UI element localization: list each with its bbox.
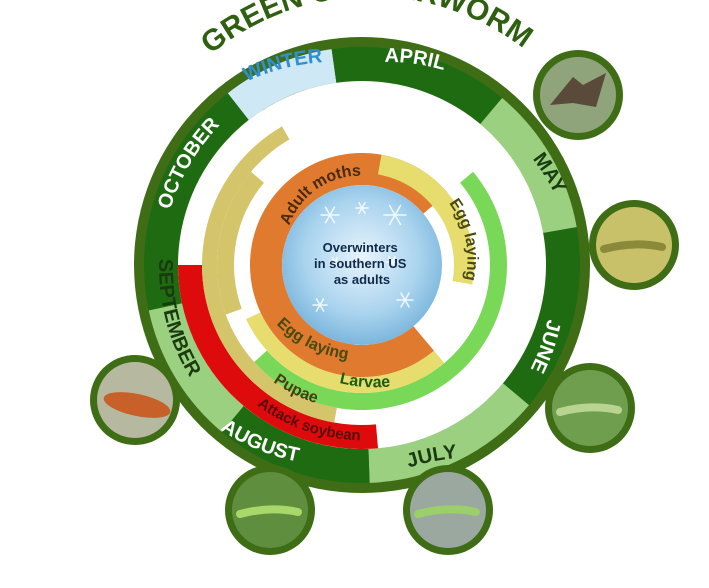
snowflake-icon bbox=[312, 298, 328, 312]
month-segment-october bbox=[144, 93, 249, 311]
snowflake-arm bbox=[388, 256, 396, 268]
month-segment-may bbox=[480, 98, 577, 234]
snowflake-arm bbox=[400, 292, 410, 308]
snowflake-arm bbox=[388, 204, 402, 226]
pupa-photo bbox=[90, 355, 180, 445]
snowflake-arm bbox=[331, 256, 339, 268]
snowflake-arm bbox=[358, 202, 366, 214]
center-text-line-3: as adults bbox=[334, 272, 390, 287]
month-segment-winter bbox=[227, 49, 337, 121]
stage-arc-egg-laying-2 bbox=[245, 312, 426, 393]
larva-photo-june bbox=[545, 363, 635, 453]
snowflake-icon bbox=[320, 206, 340, 224]
moth-icon bbox=[550, 73, 606, 107]
snowflake-icon bbox=[329, 256, 341, 268]
larva-photo-august bbox=[225, 465, 315, 555]
egg-photo bbox=[589, 200, 679, 290]
caterpillar-icon bbox=[556, 403, 622, 416]
snowflake-icon bbox=[355, 202, 369, 214]
snowflake-icon bbox=[383, 204, 407, 226]
month-segment-june bbox=[502, 227, 580, 406]
month-segment-april bbox=[331, 47, 503, 125]
stage-arc-pupae bbox=[202, 126, 337, 423]
stage-arc-adult-moths-1 bbox=[250, 153, 448, 377]
stage-arc-egg-laying-1 bbox=[377, 154, 474, 285]
snowflake-arm bbox=[315, 298, 325, 312]
larva-photo-july bbox=[403, 465, 493, 555]
snowflake-arm bbox=[324, 206, 336, 224]
stage-arc-egg-laying-2-extra bbox=[390, 350, 445, 389]
caterpillar-icon bbox=[414, 505, 480, 518]
month-segment-august bbox=[221, 405, 370, 483]
center-disc bbox=[282, 185, 442, 345]
caterpillar-icon bbox=[236, 505, 302, 518]
stage-rings bbox=[178, 126, 507, 449]
stage-arc-pupae-extra bbox=[217, 171, 264, 315]
pupa-icon bbox=[103, 392, 171, 418]
month-segment-september bbox=[148, 303, 244, 432]
center-text-line-2: in southern US bbox=[314, 256, 407, 271]
caterpillar-icon bbox=[600, 240, 666, 253]
stage-arc-attack bbox=[178, 265, 379, 449]
center-text: Overwinters in southern US as adults bbox=[314, 240, 410, 287]
snowflake-icon bbox=[385, 256, 399, 268]
moth-photo bbox=[533, 50, 623, 140]
stage-label-larvae: Larvae bbox=[338, 370, 391, 391]
stage-label-larvae-text: Larvae bbox=[338, 370, 391, 391]
photo-group bbox=[90, 50, 679, 555]
stage-arc-larvae bbox=[254, 171, 507, 410]
center-text-line-1: Overwinters bbox=[323, 240, 398, 255]
month-segment-july bbox=[368, 383, 529, 483]
snowflake-icon bbox=[396, 292, 414, 308]
